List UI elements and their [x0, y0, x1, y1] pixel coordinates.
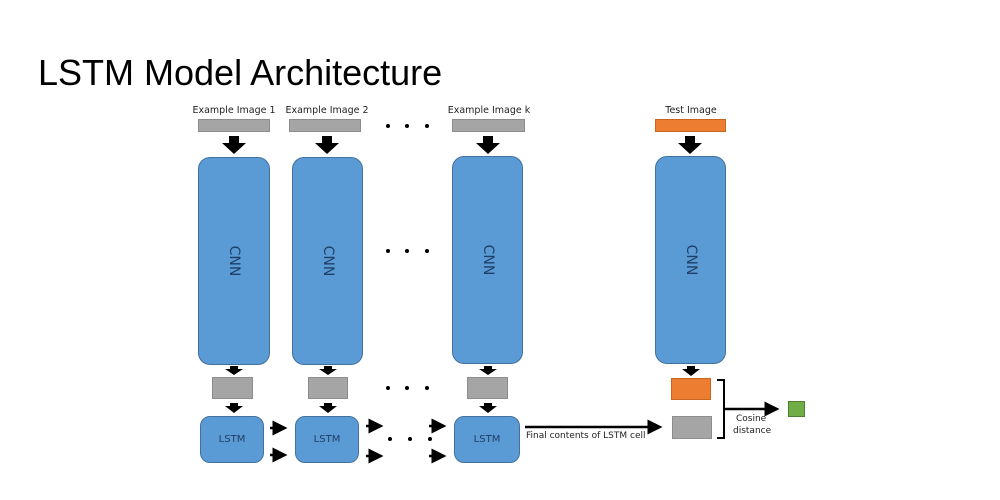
cosine-label-line2: distance	[733, 426, 772, 436]
final-contents-label: Final contents of LSTM cell	[526, 431, 646, 441]
ellipsis-dot	[428, 437, 432, 441]
cnn-block-1: CNN	[198, 157, 270, 365]
ellipsis-dot	[425, 249, 429, 253]
feature-vector-k	[467, 377, 508, 399]
test-image-label: Test Image	[665, 105, 717, 116]
down-arrow-icon	[682, 366, 700, 376]
down-arrow-icon	[225, 366, 243, 375]
lstm-cell-k: LSTM	[454, 416, 520, 463]
down-arrow-icon	[479, 403, 497, 413]
example-image-2-input	[289, 119, 361, 132]
test-feature-vector	[671, 378, 711, 400]
down-arrow-icon	[319, 403, 337, 413]
example-image-1-label: Example Image 1	[192, 105, 276, 116]
down-arrow-icon	[315, 136, 339, 154]
ellipsis-dot	[405, 249, 409, 253]
lstm-label: LSTM	[313, 434, 341, 445]
final-lstm-state-vector	[672, 416, 712, 439]
lstm-cell-1: LSTM	[200, 416, 264, 463]
ellipsis-dot	[386, 386, 390, 390]
cnn-block-k: CNN	[452, 156, 523, 364]
cosine-output	[788, 401, 805, 417]
ellipsis-dot	[408, 437, 412, 441]
feature-vector-1	[212, 377, 253, 399]
cnn-block-test: CNN	[655, 156, 726, 364]
ellipsis-dot	[386, 124, 390, 128]
example-image-k-input	[452, 119, 525, 132]
cosine-label-line1: Cosine	[736, 414, 767, 424]
feature-vector-2	[308, 377, 348, 399]
bracket	[717, 379, 725, 439]
down-arrow-icon	[479, 366, 497, 375]
ellipsis-dot	[425, 124, 429, 128]
example-image-2-label: Example Image 2	[285, 105, 369, 116]
ellipsis-dot	[388, 437, 392, 441]
ellipsis-dot	[405, 386, 409, 390]
lstm-label: LSTM	[473, 434, 501, 445]
down-arrow-icon	[678, 136, 702, 154]
down-arrow-icon	[476, 136, 500, 154]
ellipsis-dot	[425, 386, 429, 390]
example-image-k-label: Example Image k	[447, 105, 531, 116]
down-arrow-icon	[319, 366, 337, 375]
down-arrow-icon	[222, 136, 702, 154]
example-image-1-input	[198, 119, 270, 132]
cnn-block-2: CNN	[292, 157, 363, 365]
slide-title: LSTM Model Architecture	[38, 52, 443, 93]
ellipsis-dot	[386, 249, 390, 253]
down-arrow-icon	[222, 136, 246, 154]
test-image-input	[655, 119, 726, 132]
ellipsis-dot	[405, 124, 409, 128]
lstm-label: LSTM	[218, 434, 246, 445]
lstm-cell-2: LSTM	[295, 416, 359, 463]
down-arrow-icon	[225, 403, 243, 413]
